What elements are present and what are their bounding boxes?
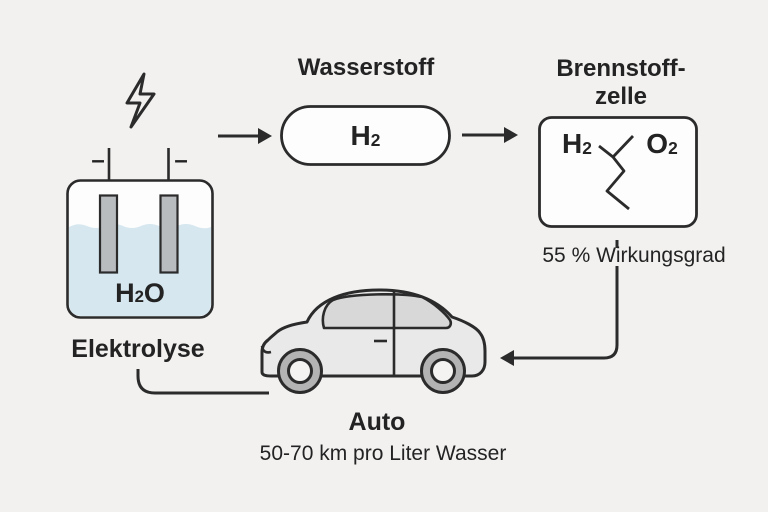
efficiency-label: 55 % Wirkungsgrad <box>542 244 726 267</box>
brennstoffzelle-label-line2: zelle <box>594 83 648 110</box>
electrode-sign-right: – <box>174 147 188 174</box>
connector-electrolysis-to-car <box>136 369 269 395</box>
formula-base: H <box>562 128 583 159</box>
formula-tail: O <box>143 277 165 308</box>
front-wheel-hub <box>287 358 313 384</box>
formula-subscript: 2 <box>668 138 678 159</box>
brennstoffzelle-label-line1: Brennstoff- <box>556 55 686 82</box>
car-window <box>321 293 453 330</box>
electrode-right <box>159 194 179 274</box>
formula-base: O <box>646 128 669 159</box>
formula-subscript: 2 <box>134 287 144 307</box>
brennstoffzelle-label: Brennstoff- zelle <box>530 55 712 111</box>
consumption-label: 50-70 km pro Liter Wasser <box>259 442 507 465</box>
fuel-cell-box <box>538 116 698 228</box>
electrode-sign-left: – <box>91 147 105 174</box>
reaction-spark-icon <box>598 135 635 211</box>
rear-wheel-hub <box>430 358 456 384</box>
formula-base: H <box>350 120 371 151</box>
hydrogen-pill <box>280 105 451 166</box>
arrow-hydrogen-to-fuelcell <box>462 127 518 143</box>
formula-base: H <box>115 277 135 308</box>
electrode-left <box>98 194 119 274</box>
car-headlight-mark <box>260 345 272 354</box>
auto-label: Auto <box>348 408 406 436</box>
wasserstoff-label: Wasserstoff <box>297 54 435 81</box>
car-illustration <box>260 288 487 394</box>
elektrolyse-label: Elektrolyse <box>71 335 205 363</box>
formula-subscript: 2 <box>370 130 381 151</box>
formula-subscript: 2 <box>582 138 592 159</box>
connector-fuelcell-to-car <box>500 240 619 366</box>
electrodes <box>98 194 179 274</box>
arrow-electrolysis-to-hydrogen <box>218 128 272 144</box>
electrolysis-tank-outline <box>66 179 214 319</box>
lightning-bolt-icon <box>125 72 156 129</box>
